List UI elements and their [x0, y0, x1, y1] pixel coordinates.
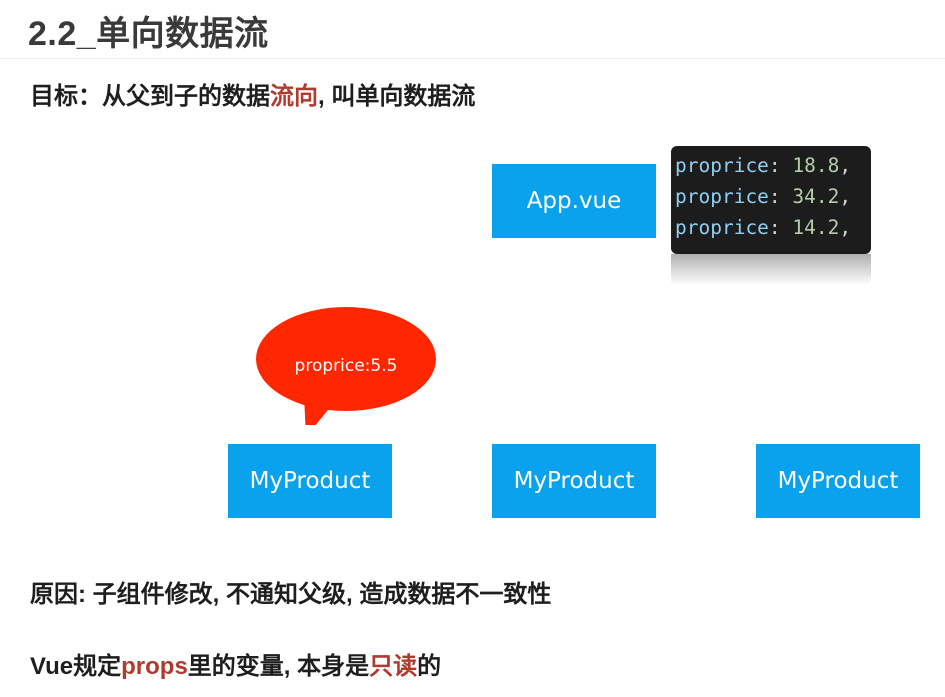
code-line: proprice: 14.2, [675, 216, 852, 239]
props-highlight: props [121, 653, 188, 680]
goal-highlight: 流向 [270, 83, 318, 110]
goal-line: 目标：从父到子的数据流向, 叫单向数据流 [30, 76, 475, 111]
speech-bubble [256, 307, 436, 425]
child-box-1: MyProduct [228, 444, 392, 518]
page-title: 2.2_单向数据流 [28, 15, 269, 53]
rule-line: Vue规定props里的变量, 本身是只读的 [30, 653, 442, 680]
readonly-highlight: 只读 [369, 653, 418, 680]
goal-prefix: 目标：从父到子的数据 [30, 83, 270, 110]
code-line: proprice: 18.8, [675, 154, 852, 177]
code-line: proprice: 34.2, [675, 185, 852, 208]
child-box-2: MyProduct [492, 444, 656, 518]
code-reflection [671, 254, 871, 284]
title-divider [0, 58, 945, 59]
bubble-text: proprice:5.5 [294, 356, 398, 376]
code-snippet: proprice: 18.8, proprice: 34.2, proprice… [671, 146, 871, 254]
reason-line: 原因: 子组件修改, 不通知父级, 造成数据不一致性 [30, 581, 552, 608]
app-vue-box: App.vue [492, 164, 656, 238]
child-box-3: MyProduct [756, 444, 920, 518]
goal-suffix: , 叫单向数据流 [318, 83, 476, 110]
